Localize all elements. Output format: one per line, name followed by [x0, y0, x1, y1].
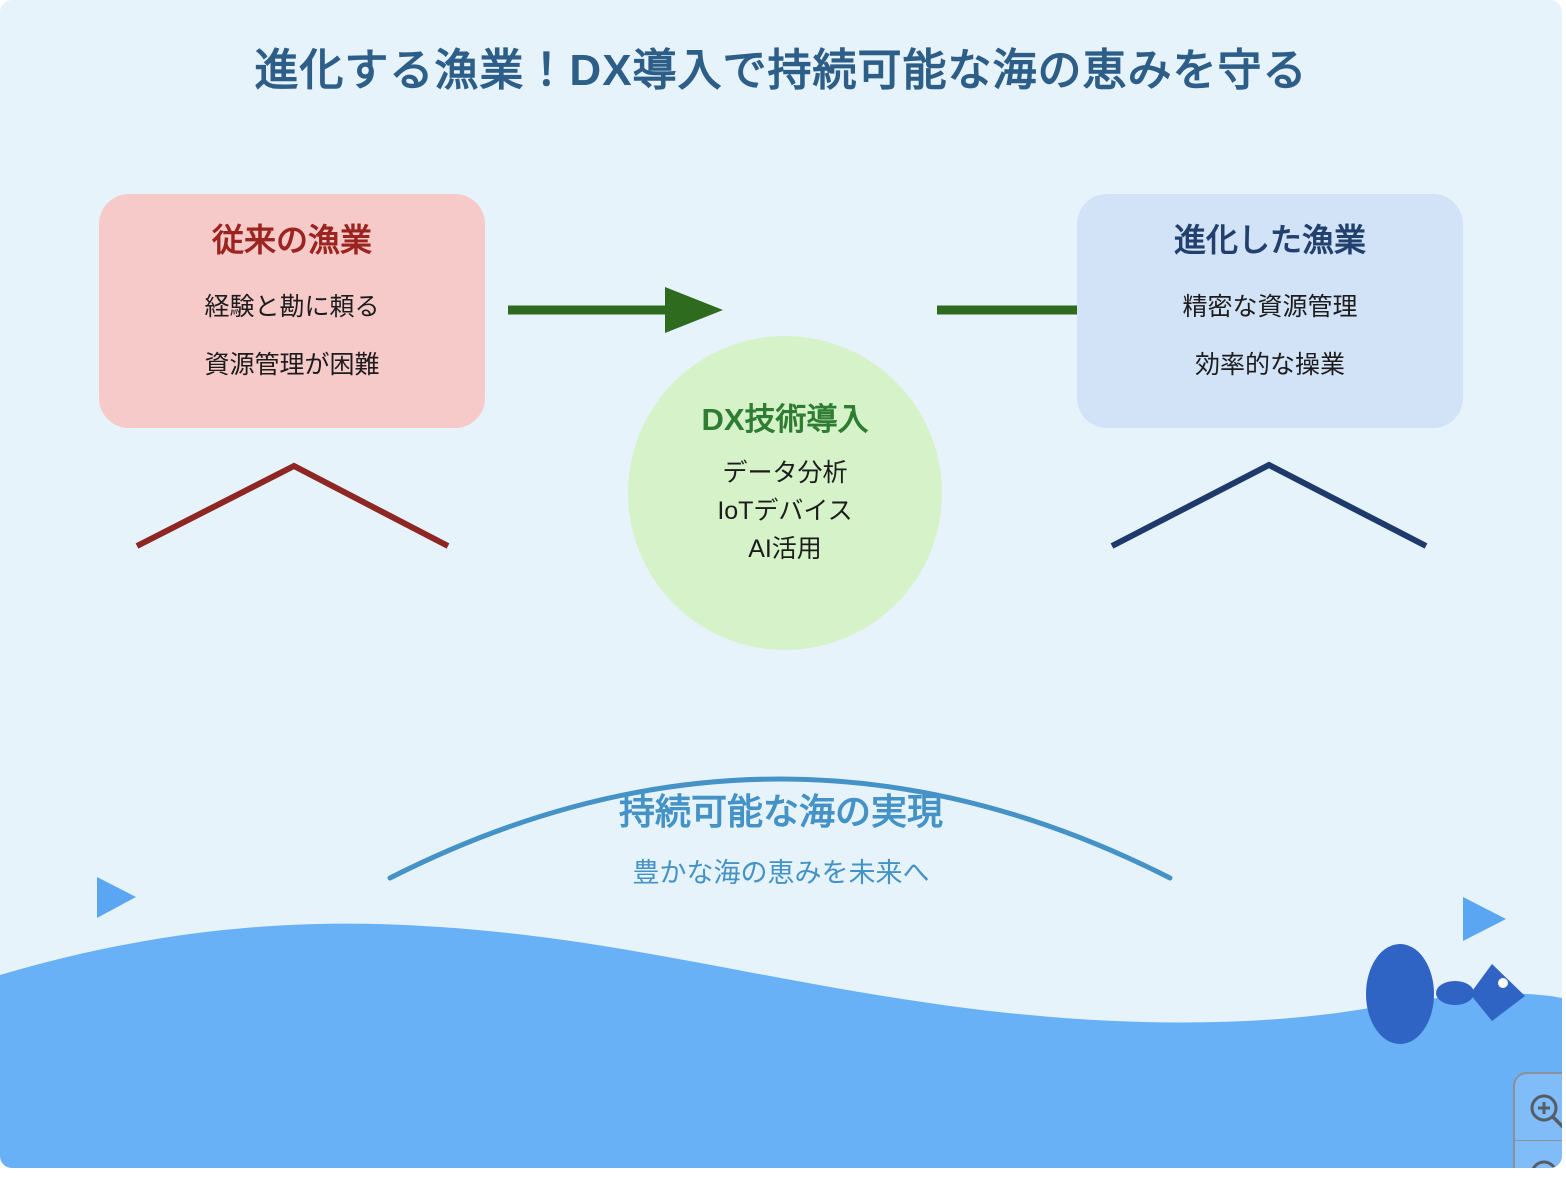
- triangle-flag-icon: [1463, 897, 1506, 941]
- triangle-flag-icon: [97, 877, 136, 918]
- zoom-out-button[interactable]: [1515, 1140, 1562, 1168]
- zoom-in-icon: [1530, 1094, 1562, 1128]
- evolved-fishing-title: 進化した漁業: [1173, 222, 1366, 258]
- evolved-fishing-line: 効率的な操業: [1194, 351, 1345, 379]
- evolved-fishing-line: 精密な資源管理: [1182, 293, 1358, 321]
- traditional-fishing-line: 資源管理が困難: [204, 351, 380, 379]
- sustainable-sea-subtitle: 豊かな海の恵みを未来へ: [632, 858, 930, 888]
- page-title: 進化する漁業！DX導入で持続可能な海の恵みを守る: [254, 46, 1308, 95]
- sustainable-sea-title: 持続可能な海の実現: [618, 791, 943, 832]
- ocean-wave: [0, 923, 1562, 1168]
- zoom-control-panel: [1513, 1072, 1562, 1168]
- fish-icon: [1366, 944, 1525, 1044]
- traditional-fishing-line: 経験と勘に頼る: [204, 293, 380, 321]
- arrow-right-icon: [508, 287, 723, 333]
- traditional-fishing-box: 従来の漁業 経験と勘に頼る 資源管理が困難: [99, 194, 485, 428]
- dx-circle-line: データ分析: [722, 459, 848, 487]
- evolved-fishing-box: 進化した漁業 精密な資源管理 効率的な操業: [1077, 194, 1463, 428]
- dx-circle-title: DX技術導入: [701, 402, 869, 437]
- sea-arc: [387, 776, 1173, 881]
- chevron-up-red: [135, 462, 450, 549]
- dx-circle-line: AI活用: [748, 535, 822, 563]
- traditional-fishing-title: 従来の漁業: [211, 222, 372, 258]
- zoom-out-icon: [1531, 1160, 1557, 1168]
- chevron-up-navy: [1110, 461, 1428, 549]
- dx-technology-circle: DX技術導入 データ分析 IoTデバイス AI活用: [628, 336, 942, 650]
- zoom-in-button[interactable]: [1515, 1074, 1562, 1140]
- dx-circle-line: IoTデバイス: [717, 497, 853, 525]
